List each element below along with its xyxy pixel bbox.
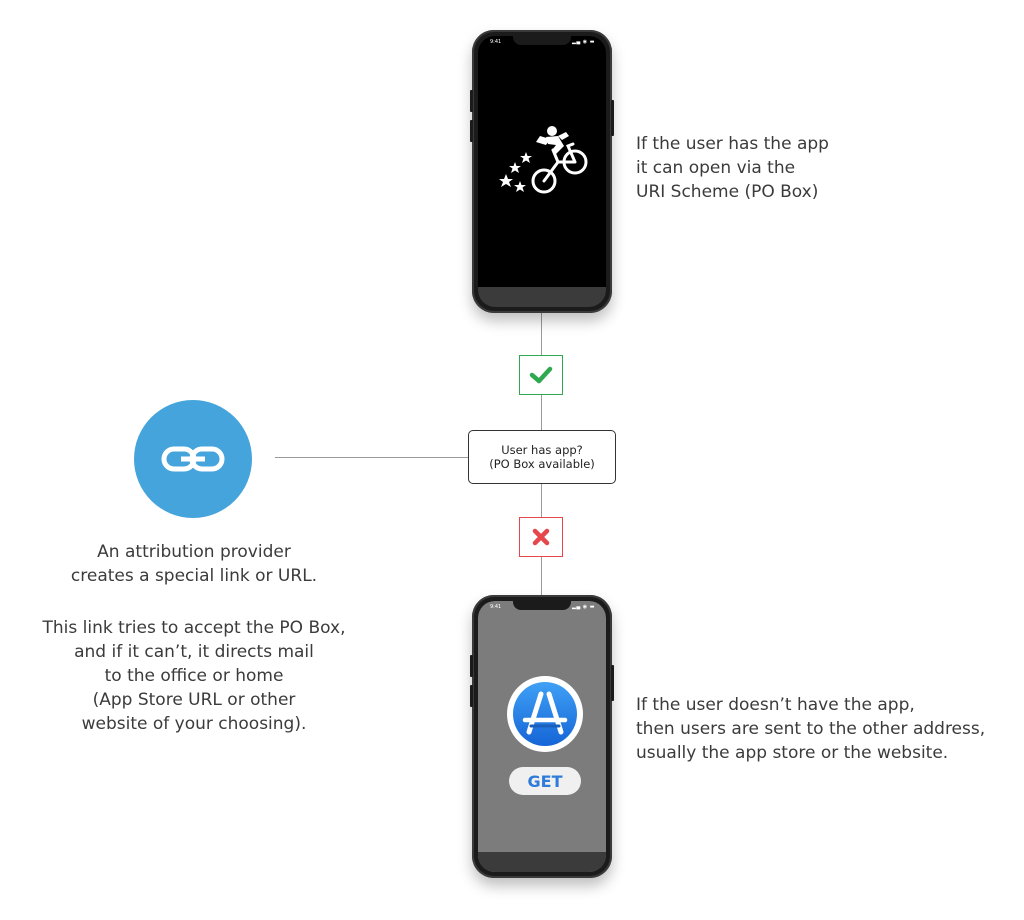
home-indicator-bar bbox=[478, 287, 606, 307]
link-behavior-description: This link tries to accept the PO Box, an… bbox=[40, 616, 348, 736]
description-line: to the office or home bbox=[104, 666, 284, 686]
top-phone-screen: 9:41 ▂▄ ◉ ▬ bbox=[478, 36, 606, 307]
bottom-phone-screen: 9:41 ▂▄ ◉ ▬ GET bbox=[478, 601, 606, 872]
home-indicator-bar bbox=[478, 852, 606, 872]
description-line: An attribution provider bbox=[97, 542, 291, 562]
decision-question: User has app? bbox=[501, 443, 583, 457]
top-phone: 9:41 ▂▄ ◉ ▬ bbox=[470, 30, 614, 313]
description-line: If the user doesn’t have the app, bbox=[636, 695, 915, 715]
description-line: usually the app store or the website. bbox=[636, 743, 949, 763]
description-line: website of your choosing). bbox=[81, 714, 307, 734]
phone-notch bbox=[513, 36, 571, 45]
description-line: URI Scheme (PO Box) bbox=[636, 182, 819, 202]
postmates-courier-icon bbox=[499, 126, 588, 194]
description-line: it can open via the bbox=[636, 158, 796, 178]
chain-link-icon bbox=[161, 446, 225, 472]
description-line: creates a special link or URL. bbox=[70, 566, 318, 586]
description-line: If the user has the app bbox=[636, 134, 829, 154]
check-icon bbox=[529, 366, 553, 384]
attribution-description: An attribution provider creates a specia… bbox=[40, 540, 348, 588]
app-store-icon[interactable] bbox=[507, 676, 583, 752]
yes-indicator bbox=[519, 355, 563, 395]
description-line: then users are sent to the other address… bbox=[636, 719, 986, 739]
attribution-link-badge bbox=[134, 400, 252, 518]
status-icons: ▂▄ ◉ ▬ bbox=[572, 39, 595, 45]
bottom-phone: 9:41 ▂▄ ◉ ▬ GET bbox=[470, 595, 614, 878]
get-button[interactable]: GET bbox=[509, 767, 581, 795]
top-right-description: If the user has the app it can open via … bbox=[636, 132, 829, 204]
no-indicator bbox=[519, 517, 563, 557]
status-icons: ▂▄ ◉ ▬ bbox=[572, 604, 595, 610]
decision-box: User has app? (PO Box available) bbox=[468, 430, 616, 484]
description-line: and if it can’t, it directs mail bbox=[74, 642, 314, 662]
status-time: 9:41 bbox=[490, 604, 502, 610]
description-line: (App Store URL or other bbox=[92, 690, 296, 710]
phone-notch bbox=[513, 601, 571, 610]
x-icon bbox=[532, 528, 550, 546]
status-time: 9:41 bbox=[490, 39, 502, 45]
connector-horizontal bbox=[275, 457, 468, 458]
decision-subtext: (PO Box available) bbox=[489, 457, 595, 471]
description-line: This link tries to accept the PO Box, bbox=[42, 618, 346, 638]
bottom-right-description: If the user doesn’t have the app, then u… bbox=[636, 693, 985, 765]
